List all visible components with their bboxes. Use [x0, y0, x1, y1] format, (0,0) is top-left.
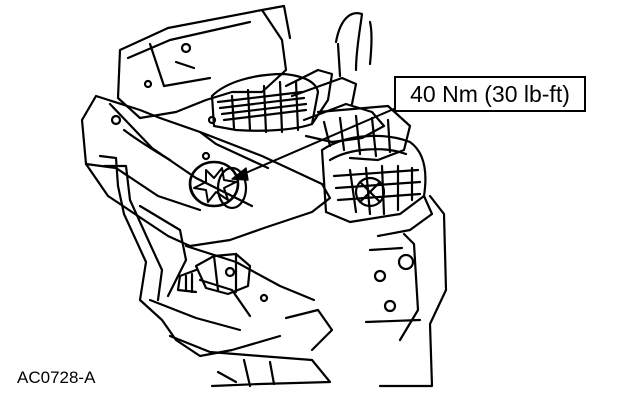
- lower-gear-cluster: [320, 134, 434, 238]
- callout-arrow: [231, 107, 397, 181]
- figure-code: AC0728-A: [17, 368, 96, 387]
- torque-callout: 40 Nm (30 lb-ft): [394, 76, 586, 112]
- shift-rod: [334, 12, 373, 78]
- sensor-fitting: [176, 252, 252, 296]
- upper-gear-cluster: [210, 68, 412, 162]
- cover-plate: [80, 94, 332, 248]
- case-wall: [364, 194, 448, 388]
- torx-bolt-icon: [188, 160, 248, 210]
- torque-label: 40 Nm (30 lb-ft): [410, 80, 570, 107]
- lower-housing: [98, 154, 334, 388]
